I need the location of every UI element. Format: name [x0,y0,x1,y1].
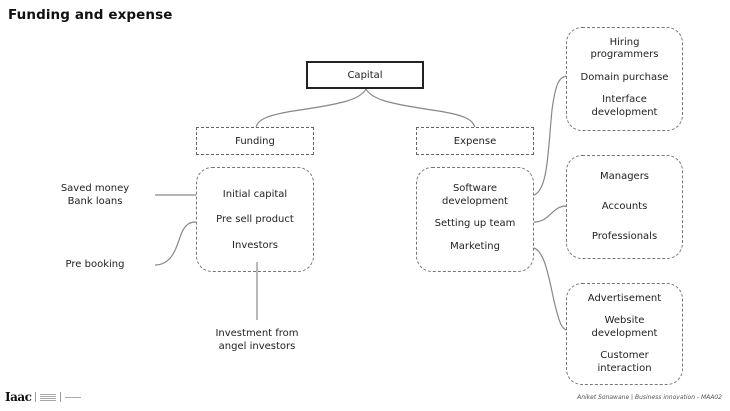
funding-items-group: Initial capital Pre sell product Investo… [196,167,314,272]
funding-item-pre-sell-product: Pre sell product [216,214,294,226]
detail-accounts: Accounts [601,200,648,212]
detail-interface-development: Interface development [591,94,658,118]
logo-wordmark: Iaac [5,390,32,404]
detail-customer-interaction: Customer interaction [597,350,652,374]
funding-item-investors: Investors [232,239,278,251]
source-pre-booking: Pre booking [65,259,125,270]
expense-item-setting-up-team: Setting up team [434,218,516,230]
connector-software-hiring [533,75,567,196]
expense-item-software-development: Software development [442,183,508,207]
detail-professionals: Professionals [591,230,658,242]
detail-managers: Managers [599,170,650,182]
logo-divider-2 [60,392,62,402]
funding-node: Funding [196,127,314,155]
detail-website-development: Website development [591,315,658,339]
detail-advertisement: Advertisement [587,292,662,304]
setting-up-team-details: Managers Accounts Professionals [566,155,683,259]
capital-node: Capital [306,61,424,89]
detail-domain-purchase: Domain purchase [580,71,669,83]
detail-hiring-programmers: Hiring programmers [590,36,659,61]
connector-team-managers [533,205,567,223]
capital-label: Capital [347,69,383,81]
logo-institution-text-lines [40,393,57,401]
funding-label: Funding [235,135,275,147]
expense-item-marketing: Marketing [450,241,500,253]
page-title: Funding and expense [8,7,173,23]
software-development-details: Hiring programmers Domain purchase Inter… [566,27,683,131]
iaac-logo: Iaac [5,390,82,404]
connector-marketing-advertisement [533,247,567,331]
connector-capital-funding [255,88,367,128]
connector-prebooking-preselling [154,221,197,266]
marketing-details: Advertisement Website development Custom… [566,283,683,385]
logo-divider [35,392,37,402]
source-saved-money-bank-loans: Saved money Bank loans [60,183,130,207]
connector-capital-expense [365,88,476,128]
expense-items-group: Software development Setting up team Mar… [416,167,534,272]
footer-credit: Aniket Sonawane | Business innovation - … [577,394,722,401]
expense-node: Expense [416,127,534,155]
expense-label: Expense [453,135,497,147]
source-angel-investors: Investment from angel investors [215,328,299,352]
funding-item-initial-capital: Initial capital [222,188,288,200]
logo-city-text-line [65,396,82,398]
